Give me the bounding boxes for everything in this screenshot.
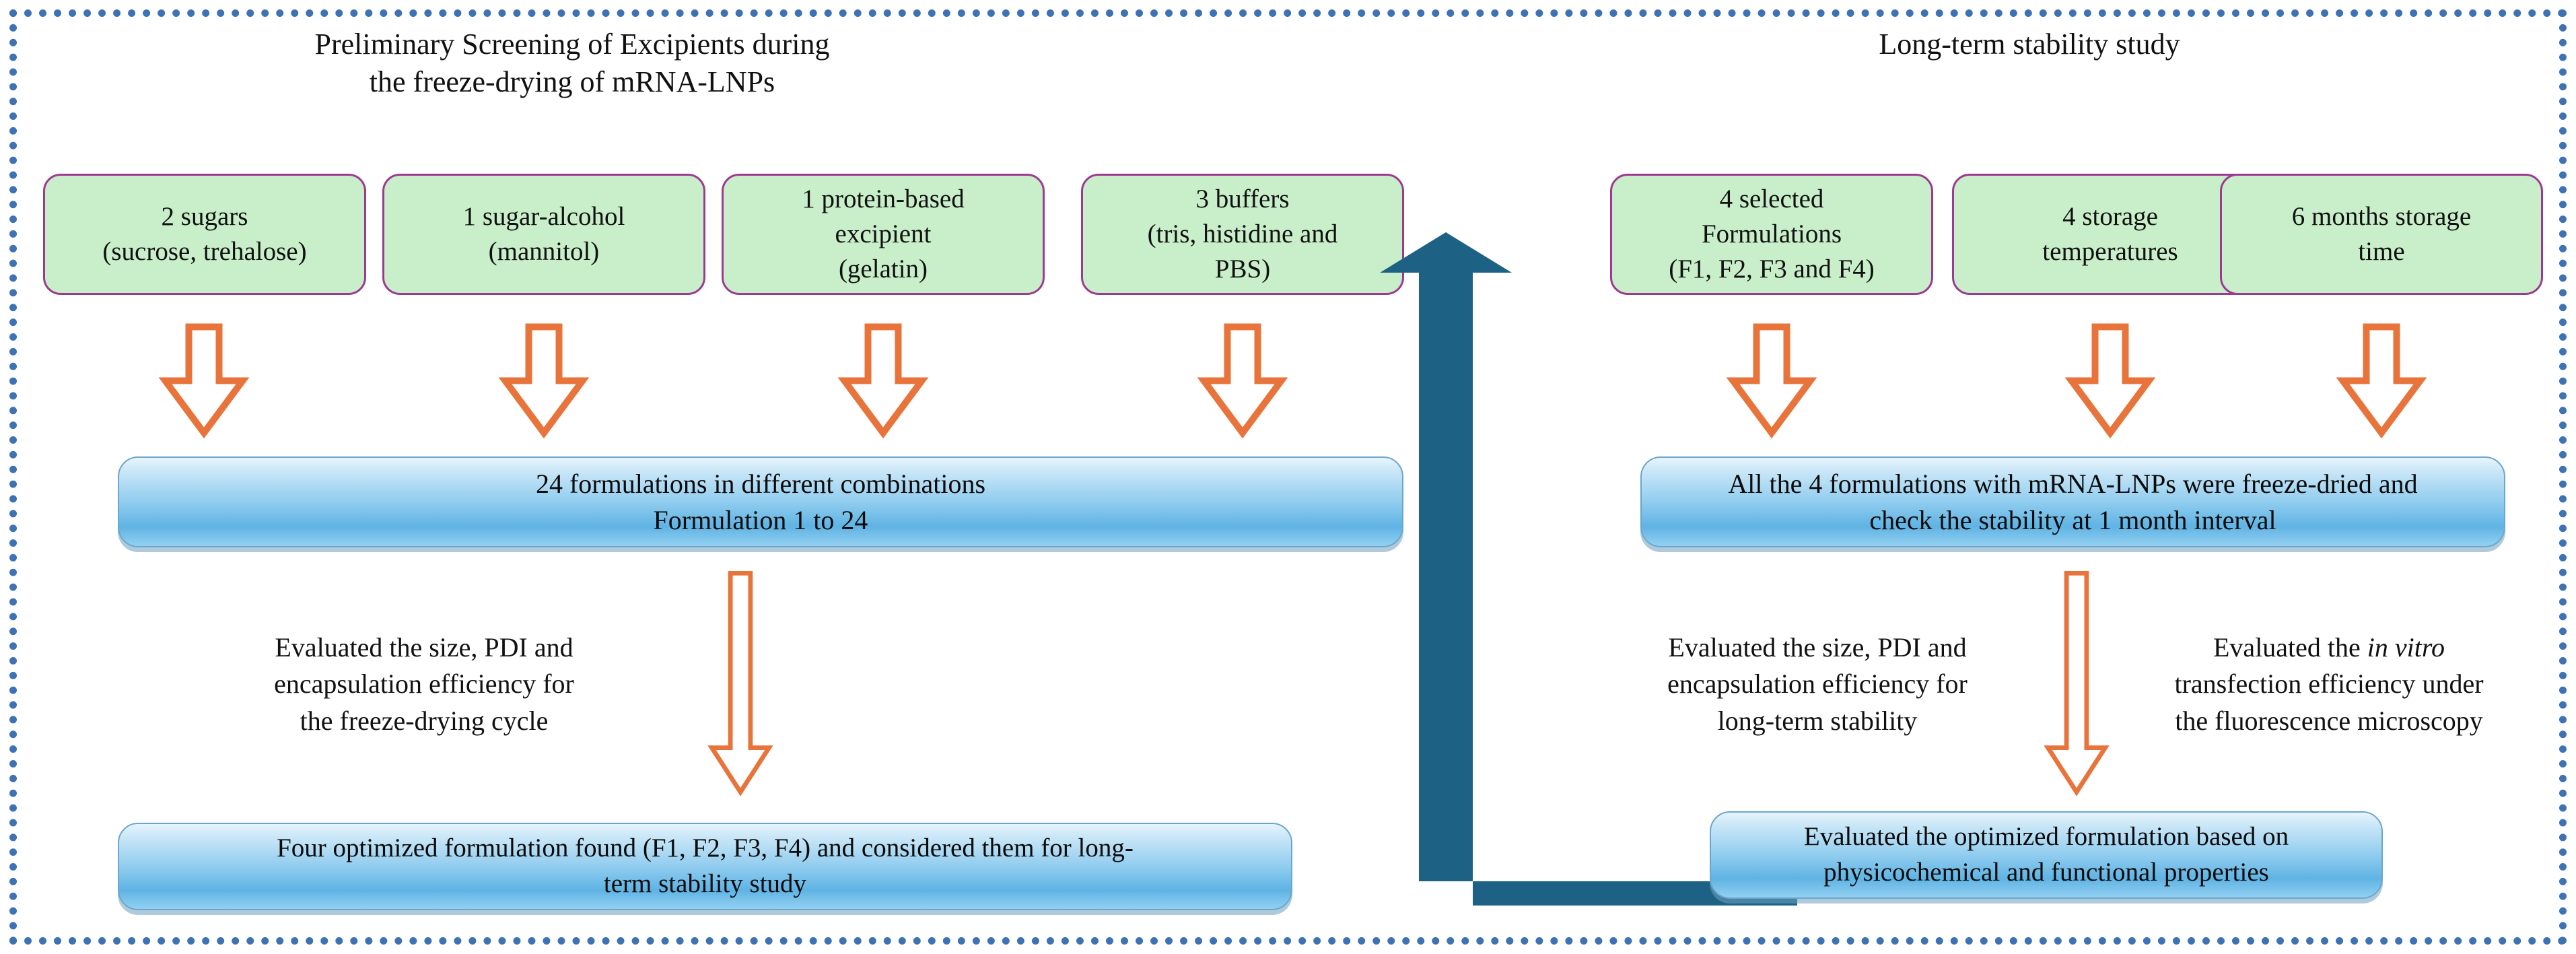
transfection-line1-pre: Evaluated the: [2213, 632, 2367, 662]
input-box-buffers-line2: (tris, histidine and: [1147, 219, 1338, 249]
input-box-buffers-line1: 3 buffers: [1195, 184, 1290, 214]
right-evaluation-caption-transfection-line1: Evaluated the in vitro: [2093, 629, 2565, 666]
input-box-protein-excipient-line1: 1 protein-based: [802, 184, 965, 214]
left-evaluation-caption-line3: the freeze-drying cycle: [300, 705, 549, 736]
input-box-sugar-alcohol-line1: 1 sugar-alcohol: [462, 202, 625, 232]
input-box-selected-formulations[interactable]: 4 selected Formulations (F1, F2, F3 and …: [1610, 174, 1933, 295]
transfection-line1-emphasis: in vitro: [2367, 632, 2445, 662]
right-evaluation-caption-transfection: Evaluated the in vitro transfection effi…: [2093, 629, 2565, 739]
right-evaluation-caption-stability-line1: Evaluated the size, PDI and: [1668, 632, 1967, 662]
input-box-sugars-line1: 2 sugars: [161, 202, 248, 232]
right-conclusion-box[interactable]: Evaluated the optimized formulation base…: [1710, 811, 2383, 899]
right-summary-box-line2: check the stability at 1 month interval: [1869, 504, 2276, 535]
right-evaluation-caption-transfection-line3: the fluorescence microscopy: [2175, 705, 2483, 736]
input-box-sugar-alcohol[interactable]: 1 sugar-alcohol (mannitol): [382, 174, 705, 295]
down-arrow-icon: [707, 570, 773, 796]
elbow-connector-arrow-icon: [1380, 232, 1797, 906]
input-box-protein-excipient-line2: excipient: [835, 219, 932, 249]
left-summary-box[interactable]: 24 formulations in different combination…: [118, 456, 1403, 547]
left-evaluation-caption-line1: Evaluated the size, PDI and: [275, 632, 573, 662]
right-evaluation-caption-transfection-line2: transfection efficiency under: [2174, 669, 2484, 700]
input-box-storage-temperatures[interactable]: 4 storage temperatures: [1952, 174, 2268, 295]
input-box-sugars-line2: (sucrose, trehalose): [102, 237, 307, 266]
right-summary-box-line1: All the 4 formulations with mRNA-LNPs we…: [1728, 468, 2418, 499]
input-box-sugars[interactable]: 2 sugars (sucrose, trehalose): [43, 174, 366, 295]
down-arrow-icon: [498, 323, 590, 439]
input-box-selected-formulations-line3: (F1, F2, F3 and F4): [1669, 254, 1875, 283]
right-conclusion-box-line1: Evaluated the optimized formulation base…: [1803, 822, 2289, 852]
left-section-title: Preliminary Screening of Excipients duri…: [202, 26, 942, 102]
input-box-storage-time-line1: 6 months storage: [2291, 202, 2472, 232]
right-evaluation-caption-stability: Evaluated the size, PDI and encapsulatio…: [1568, 629, 2066, 739]
down-arrow-icon: [2064, 323, 2156, 439]
right-section-title-text: Long-term stability study: [1879, 28, 2180, 61]
left-evaluation-caption-line2: encapsulation efficiency for: [274, 669, 574, 700]
down-arrow-icon: [2336, 323, 2427, 439]
input-box-storage-time-line2: time: [2358, 237, 2405, 266]
down-arrow-icon: [158, 323, 250, 439]
input-box-sugar-alcohol-line2: (mannitol): [488, 237, 600, 266]
left-conclusion-box-line2: term stability study: [603, 869, 807, 898]
dotted-border-frame: [9, 9, 2567, 945]
input-box-selected-formulations-line2: Formulations: [1701, 219, 1842, 249]
input-box-storage-time[interactable]: 6 months storage time: [2220, 174, 2543, 295]
right-section-title: Long-term stability study: [1642, 26, 2416, 63]
left-section-title-line2: the freeze-drying of mRNA-LNPs: [369, 65, 775, 99]
left-summary-box-line2: Formulation 1 to 24: [653, 504, 868, 535]
input-box-buffers[interactable]: 3 buffers (tris, histidine and PBS): [1081, 174, 1404, 295]
input-box-protein-excipient[interactable]: 1 protein-based excipient (gelatin): [722, 174, 1045, 295]
right-summary-box[interactable]: All the 4 formulations with mRNA-LNPs we…: [1640, 456, 2505, 547]
input-box-buffers-line3: PBS): [1214, 254, 1271, 283]
left-evaluation-caption: Evaluated the size, PDI and encapsulatio…: [168, 629, 680, 739]
input-box-storage-temperatures-line1: 4 storage: [2062, 202, 2158, 232]
right-evaluation-caption-stability-line2: encapsulation efficiency for: [1667, 669, 1968, 700]
right-evaluation-caption-stability-line3: long-term stability: [1717, 705, 1918, 736]
input-box-selected-formulations-line1: 4 selected: [1719, 184, 1824, 214]
input-box-protein-excipient-line3: (gelatin): [838, 254, 928, 283]
right-conclusion-box-line2: physicochemical and functional propertie…: [1823, 858, 2269, 887]
left-conclusion-box-line1: Four optimized formulation found (F1, F2…: [277, 833, 1134, 863]
down-arrow-icon: [837, 323, 929, 439]
left-section-title-line1: Preliminary Screening of Excipients duri…: [314, 28, 830, 61]
left-summary-box-line1: 24 formulations in different combination…: [535, 468, 986, 499]
down-arrow-icon: [1197, 323, 1288, 439]
input-box-storage-temperatures-line2: temperatures: [2042, 237, 2178, 266]
down-arrow-icon: [1726, 323, 1817, 439]
left-conclusion-box[interactable]: Four optimized formulation found (F1, F2…: [118, 823, 1292, 910]
down-arrow-icon: [2044, 570, 2110, 796]
